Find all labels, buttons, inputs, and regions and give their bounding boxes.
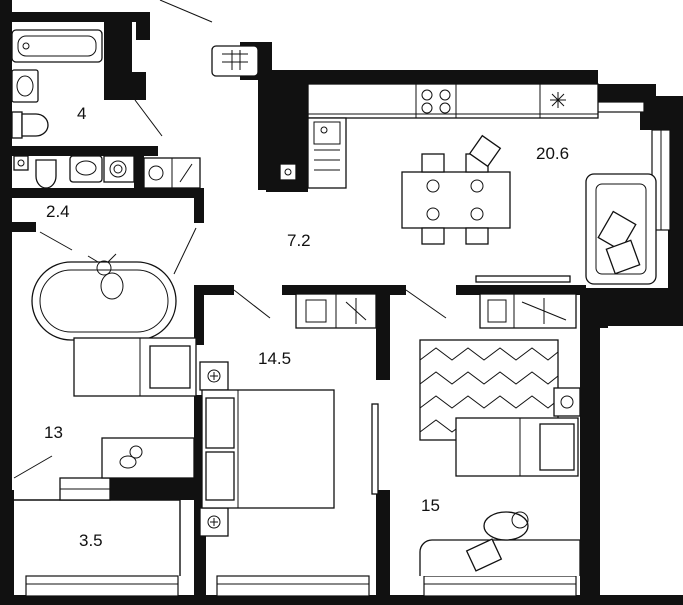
- toilet-fixtures: [13, 155, 201, 189]
- room-area-nursery: 13: [44, 423, 63, 442]
- room-area-kitchen-living: 20.6: [536, 144, 570, 163]
- kitchen-living-furniture: [279, 83, 657, 285]
- room-area-bedroom-2: 15: [421, 496, 440, 515]
- room-area-balcony: 3.5: [79, 531, 103, 550]
- room-area-bedroom: 14.5: [258, 349, 292, 368]
- nursery-furniture: [31, 253, 197, 479]
- room-area-bathroom: 4: [77, 104, 87, 123]
- balcony: [12, 477, 181, 576]
- room-area-toilet: 2.4: [46, 202, 70, 221]
- bedroom-furniture: [199, 293, 379, 537]
- windows: [25, 101, 671, 597]
- bedroom-2-furniture: [419, 293, 581, 576]
- bathroom-fixtures: [11, 29, 259, 139]
- door-swings: [13, 0, 447, 479]
- room-area-hallway: 7.2: [287, 231, 311, 250]
